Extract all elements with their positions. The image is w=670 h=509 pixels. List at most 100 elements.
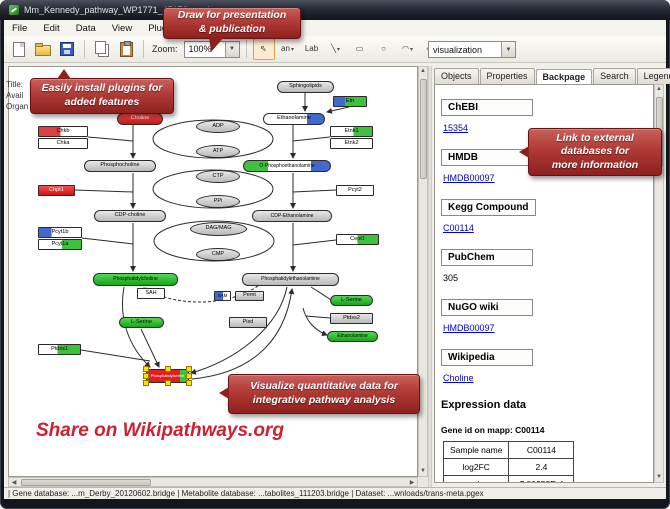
tab-properties[interactable]: Properties bbox=[479, 68, 535, 84]
pathway-node-lserine-right[interactable]: L-Serine bbox=[330, 295, 373, 306]
callout-draw-presentation: Draw for presentation & publication bbox=[163, 7, 301, 39]
pathway-node-cdp-ethanolamine[interactable]: CDP-Ethanolamine bbox=[252, 210, 332, 222]
select-tool[interactable]: ⇖ bbox=[252, 38, 275, 60]
pathway-node-sam[interactable]: SAM bbox=[214, 291, 231, 301]
copy-icon bbox=[95, 41, 106, 54]
expression-data-heading: Expression data bbox=[441, 399, 526, 411]
scroll-right-icon[interactable]: ▶ bbox=[409, 480, 415, 486]
canvas-horizontal-scrollbar[interactable]: ◀ ▶ bbox=[8, 477, 418, 487]
pathway-node-etn[interactable]: Etn bbox=[333, 96, 367, 107]
chevron-down-icon[interactable]: ▼ bbox=[501, 42, 515, 57]
scrollbar-thumb[interactable] bbox=[420, 79, 427, 179]
pathway-node-sah[interactable]: SAH bbox=[137, 288, 165, 299]
pathway-node-chkb[interactable]: Chkb bbox=[38, 126, 88, 137]
label-tool[interactable]: Lab bbox=[301, 38, 323, 60]
scrollbar-thumb[interactable] bbox=[21, 479, 151, 486]
pathway-node-ptdss1[interactable]: Ptdss1 bbox=[38, 344, 81, 355]
title-bar[interactable]: Mm_Kennedy_pathway_WP1771_45176.gpml bbox=[0, 0, 670, 20]
pathway-node-pemt[interactable]: Pemt bbox=[235, 291, 264, 301]
menu-edit[interactable]: Edit bbox=[43, 22, 60, 34]
pathway-node-etnk2[interactable]: Etnk2 bbox=[330, 138, 373, 149]
backpage-link[interactable]: Choline bbox=[443, 373, 474, 383]
drawing-tools-group: ⇖an▾Lab╲▾▭○◠▾◇▾ bbox=[252, 38, 443, 60]
toolbar: Zoom: 100% ▼ ⇖an▾Lab╲▾▭○◠▾◇▾ bbox=[4, 36, 666, 63]
backpage-value: 305 bbox=[443, 273, 459, 283]
pathway-node-atp[interactable]: ATP bbox=[196, 145, 240, 158]
backpage-link[interactable]: 15354 bbox=[443, 123, 469, 133]
rectangle-tool[interactable]: ▭ bbox=[349, 38, 371, 60]
tab-backpage[interactable]: Backpage bbox=[535, 69, 593, 85]
pathway-node-phosphatidylethanolamine[interactable]: Phosphatidylethanolamine bbox=[242, 273, 339, 286]
backpage-section-header: ChEBI bbox=[441, 99, 533, 116]
pathway-node-pcyt1a[interactable]: Pcyt1a bbox=[38, 239, 82, 250]
pathway-node-o-phosphoethanolamine[interactable]: O-Phosphoethanolamine bbox=[243, 160, 331, 172]
menu-file[interactable]: File bbox=[12, 22, 28, 34]
pathway-node-ppi[interactable]: PPi bbox=[196, 195, 240, 208]
selection-handle[interactable] bbox=[186, 373, 192, 379]
pathway-node-ethanolamine-right[interactable]: Ethanolamine bbox=[327, 331, 378, 342]
canvas-vertical-scrollbar[interactable]: ▲ ▼ bbox=[418, 66, 428, 477]
expression-table: Sample nameC00114log2FC2.4pvalue7.80252E… bbox=[442, 441, 575, 482]
pathway-node-cdp-choline[interactable]: CDP-choline bbox=[94, 210, 166, 222]
open-button[interactable] bbox=[32, 38, 54, 60]
side-panel-tabs: ObjectsPropertiesBackpageSearchLegend bbox=[434, 68, 670, 85]
pathway-node-cmp[interactable]: CMP bbox=[196, 248, 240, 261]
selection-handle[interactable] bbox=[143, 373, 149, 379]
panel-splitter[interactable] bbox=[428, 66, 432, 487]
scroll-left-icon[interactable]: ◀ bbox=[11, 480, 17, 486]
visualization-value: visualization bbox=[433, 44, 483, 55]
pathway-node-adp[interactable]: ADP bbox=[196, 120, 240, 133]
scroll-down-icon[interactable]: ▼ bbox=[656, 474, 662, 480]
visualization-dropdown[interactable]: visualization ▼ bbox=[428, 41, 516, 58]
pathway-node-ethanolamine-top[interactable]: Ethanolamine bbox=[263, 113, 325, 125]
menu-data[interactable]: Data bbox=[75, 22, 96, 34]
pathway-node-chpt1[interactable]: Chpt1 bbox=[38, 185, 75, 196]
scroll-up-icon[interactable]: ▲ bbox=[656, 86, 662, 92]
scroll-up-icon[interactable]: ▲ bbox=[420, 68, 426, 74]
menu-view[interactable]: View bbox=[111, 22, 133, 34]
pathway-node-choline[interactable]: Choline bbox=[117, 113, 163, 125]
tab-legend[interactable]: Legend bbox=[636, 68, 670, 84]
pathway-node-phosphocholine[interactable]: Phosphocholine bbox=[84, 160, 156, 172]
selection-handle[interactable] bbox=[186, 366, 192, 372]
save-button[interactable] bbox=[56, 38, 78, 60]
selection-handle[interactable] bbox=[143, 366, 149, 372]
clipboard-button-group bbox=[91, 38, 137, 60]
selection-handle[interactable] bbox=[186, 380, 192, 386]
pathway-node-chka[interactable]: Chka bbox=[38, 138, 88, 149]
pathway-node-etnk1[interactable]: Etnk1 bbox=[330, 126, 373, 137]
expression-table-cell: log2FC bbox=[442, 458, 510, 476]
tab-objects[interactable]: Objects bbox=[434, 68, 479, 84]
pathway-node-phosphatidylcholine[interactable]: Phosphatidylcholine bbox=[93, 273, 178, 286]
pathway-node-pcyt1b[interactable]: Pcyt1b bbox=[38, 227, 82, 238]
pathway-node-dag-mag[interactable]: DAG/MAG bbox=[190, 222, 247, 236]
pathway-node-sphingolipids[interactable]: Sphingolipids bbox=[277, 81, 334, 93]
line-tool[interactable]: ╲▾ bbox=[325, 38, 347, 60]
expression-table-cell: Sample name bbox=[442, 441, 510, 459]
backpage-link[interactable]: HMDB00097 bbox=[443, 323, 495, 333]
copy-button[interactable] bbox=[91, 38, 113, 60]
chevron-down-icon: ▾ bbox=[336, 46, 340, 53]
select-tool-icon: ⇖ bbox=[260, 44, 267, 53]
selection-handle[interactable] bbox=[143, 380, 149, 386]
tab-search[interactable]: Search bbox=[593, 68, 636, 84]
pathway-node-ctp[interactable]: CTP bbox=[196, 170, 240, 183]
pathway-node-pcyt2[interactable]: Pcyt2 bbox=[336, 185, 374, 196]
oval-tool-icon: ○ bbox=[381, 44, 386, 53]
pathway-node-ptdss2[interactable]: Ptdss2 bbox=[330, 313, 373, 324]
scroll-down-icon[interactable]: ▼ bbox=[420, 468, 426, 474]
paste-button[interactable] bbox=[115, 38, 137, 60]
pathway-node-lserine-left[interactable]: L-Serine bbox=[119, 317, 164, 328]
share-wikipathways-text: Share on Wikipathways.org bbox=[36, 420, 284, 441]
oval-tool[interactable]: ○ bbox=[373, 38, 395, 60]
backpage-link[interactable]: HMDB00097 bbox=[443, 173, 495, 183]
file-button-group bbox=[8, 38, 78, 60]
new-button[interactable] bbox=[8, 38, 30, 60]
pathway-node-cept1[interactable]: Cept1 bbox=[336, 234, 379, 245]
backpage-link[interactable]: C00114 bbox=[443, 223, 474, 233]
selection-handle[interactable] bbox=[164, 366, 171, 372]
arc-tool[interactable]: ◠▾ bbox=[397, 38, 419, 60]
datanode-tool[interactable]: an▾ bbox=[277, 38, 299, 60]
pathway-node-pisd[interactable]: Pisd bbox=[229, 317, 267, 328]
selection-handle[interactable] bbox=[164, 380, 171, 386]
